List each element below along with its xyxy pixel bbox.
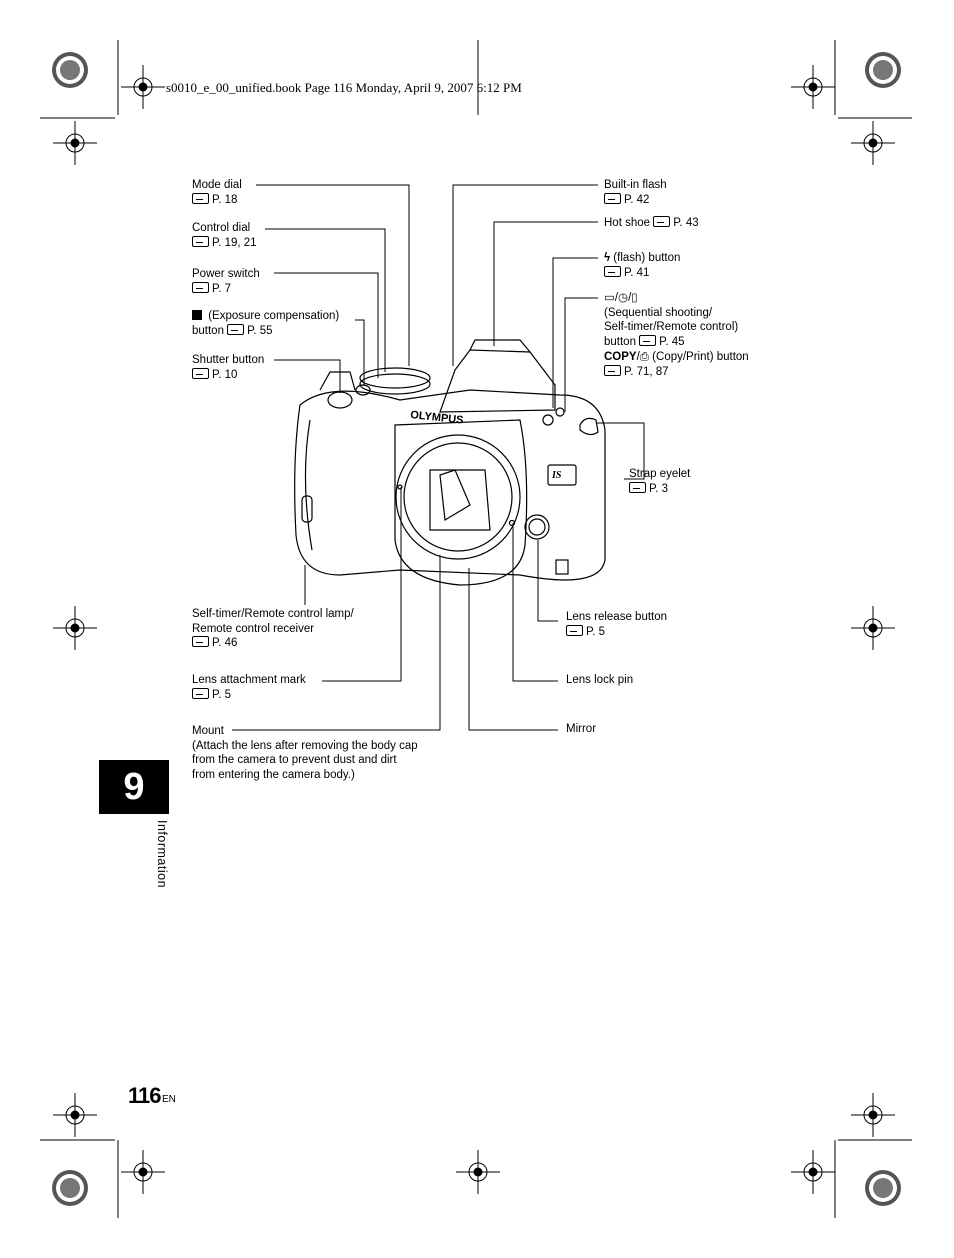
label-copy-print-button: COPY/⎙ (Copy/Print) button P. 71, 87 — [604, 351, 749, 378]
page-language: EN — [162, 1094, 176, 1105]
label-self-timer-lamp: Self-timer/Remote control lamp/ Remote c… — [192, 608, 354, 649]
reference-icon — [629, 481, 646, 493]
drive-mode-icons: ▭/◷/▯ — [604, 292, 638, 304]
chapter-tab: 9 — [99, 760, 169, 814]
label-mount: Mount (Attach the lens after removing th… — [192, 725, 418, 781]
label-control-dial: Control dial P. 19, 21 — [192, 222, 257, 249]
label-strap-eyelet: Strap eyelet P. 3 — [629, 468, 691, 495]
label-power-switch: Power switch P. 7 — [192, 268, 260, 295]
label-mode-dial: Mode dial P. 18 — [192, 179, 242, 206]
reference-icon — [192, 687, 209, 699]
svg-text:IS: IS — [551, 470, 562, 481]
reference-icon — [604, 192, 621, 204]
reference-icon — [227, 323, 245, 335]
reference-icon — [192, 235, 209, 247]
label-lens-release-button: Lens release button P. 5 — [566, 611, 668, 638]
reference-icon — [192, 367, 209, 379]
reference-icon — [192, 192, 209, 204]
label-lens-attachment-mark: Lens attachment mark P. 5 — [192, 674, 306, 701]
chapter-name: Information — [155, 820, 169, 889]
reference-icon — [639, 334, 657, 346]
label-exposure-compensation: (Exposure compensation) button P. 55 — [192, 310, 340, 337]
reference-icon — [604, 364, 621, 376]
label-lens-lock-pin: Lens lock pin — [566, 674, 634, 686]
page-number: 116 — [128, 1083, 161, 1108]
label-shutter-button: Shutter button P. 10 — [192, 354, 265, 381]
header-file-info: s0010_e_00_unified.book Page 116 Monday,… — [166, 80, 522, 95]
reference-icon — [604, 265, 621, 277]
flash-icon: ϟ — [604, 252, 611, 264]
label-hot-shoe: Hot shoe P. 43 — [604, 216, 699, 229]
reference-icon — [192, 636, 209, 647]
brand-logo: OLYMPUS — [410, 409, 464, 427]
label-mirror: Mirror — [566, 723, 597, 735]
reference-icon — [566, 624, 583, 636]
label-flash-button: ϟ (flash) button P. 41 — [604, 252, 681, 279]
label-sequential-button: ▭/◷/▯ (Sequential shooting/ Self-timer/R… — [604, 292, 739, 348]
reference-icon — [192, 281, 209, 293]
label-builtin-flash: Built-in flash P. 42 — [604, 179, 667, 206]
exposure-compensation-icon — [192, 310, 202, 320]
reference-icon — [653, 216, 671, 227]
